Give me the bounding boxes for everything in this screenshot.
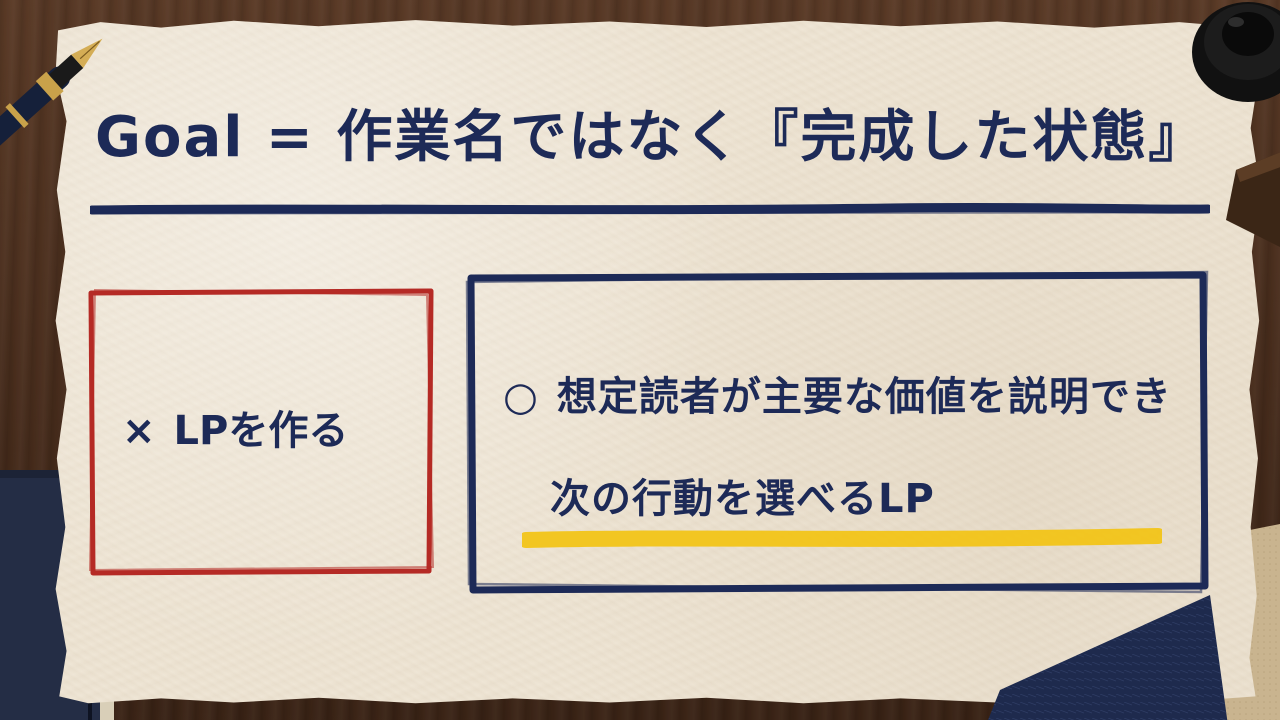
wood-block-decoration <box>1226 152 1280 247</box>
circle-mark-icon: ○ <box>503 374 539 420</box>
good-example-line1: ○ 想定読者が主要な価値を説明でき <box>503 364 1172 422</box>
navy-paper-decoration <box>988 595 1228 720</box>
highlight-underline <box>522 528 1162 548</box>
good-example-line1-text: 想定読者が主要な価値を説明でき <box>556 374 1172 420</box>
page-title: Goal = 作業名ではなく『完成した状態』 <box>95 105 1207 170</box>
cross-mark-icon: × <box>122 408 156 454</box>
good-example-line2: 次の行動を選べるLP <box>550 476 935 522</box>
good-example-frame <box>465 270 1209 594</box>
ink-bottle-icon <box>1192 2 1280 102</box>
bad-example-frame <box>88 288 435 576</box>
fountain-pen-icon <box>0 38 103 149</box>
bad-example-label: LPを作る <box>173 408 349 454</box>
title-underline <box>90 202 1210 215</box>
bad-example-text: × LPを作る <box>122 398 348 456</box>
